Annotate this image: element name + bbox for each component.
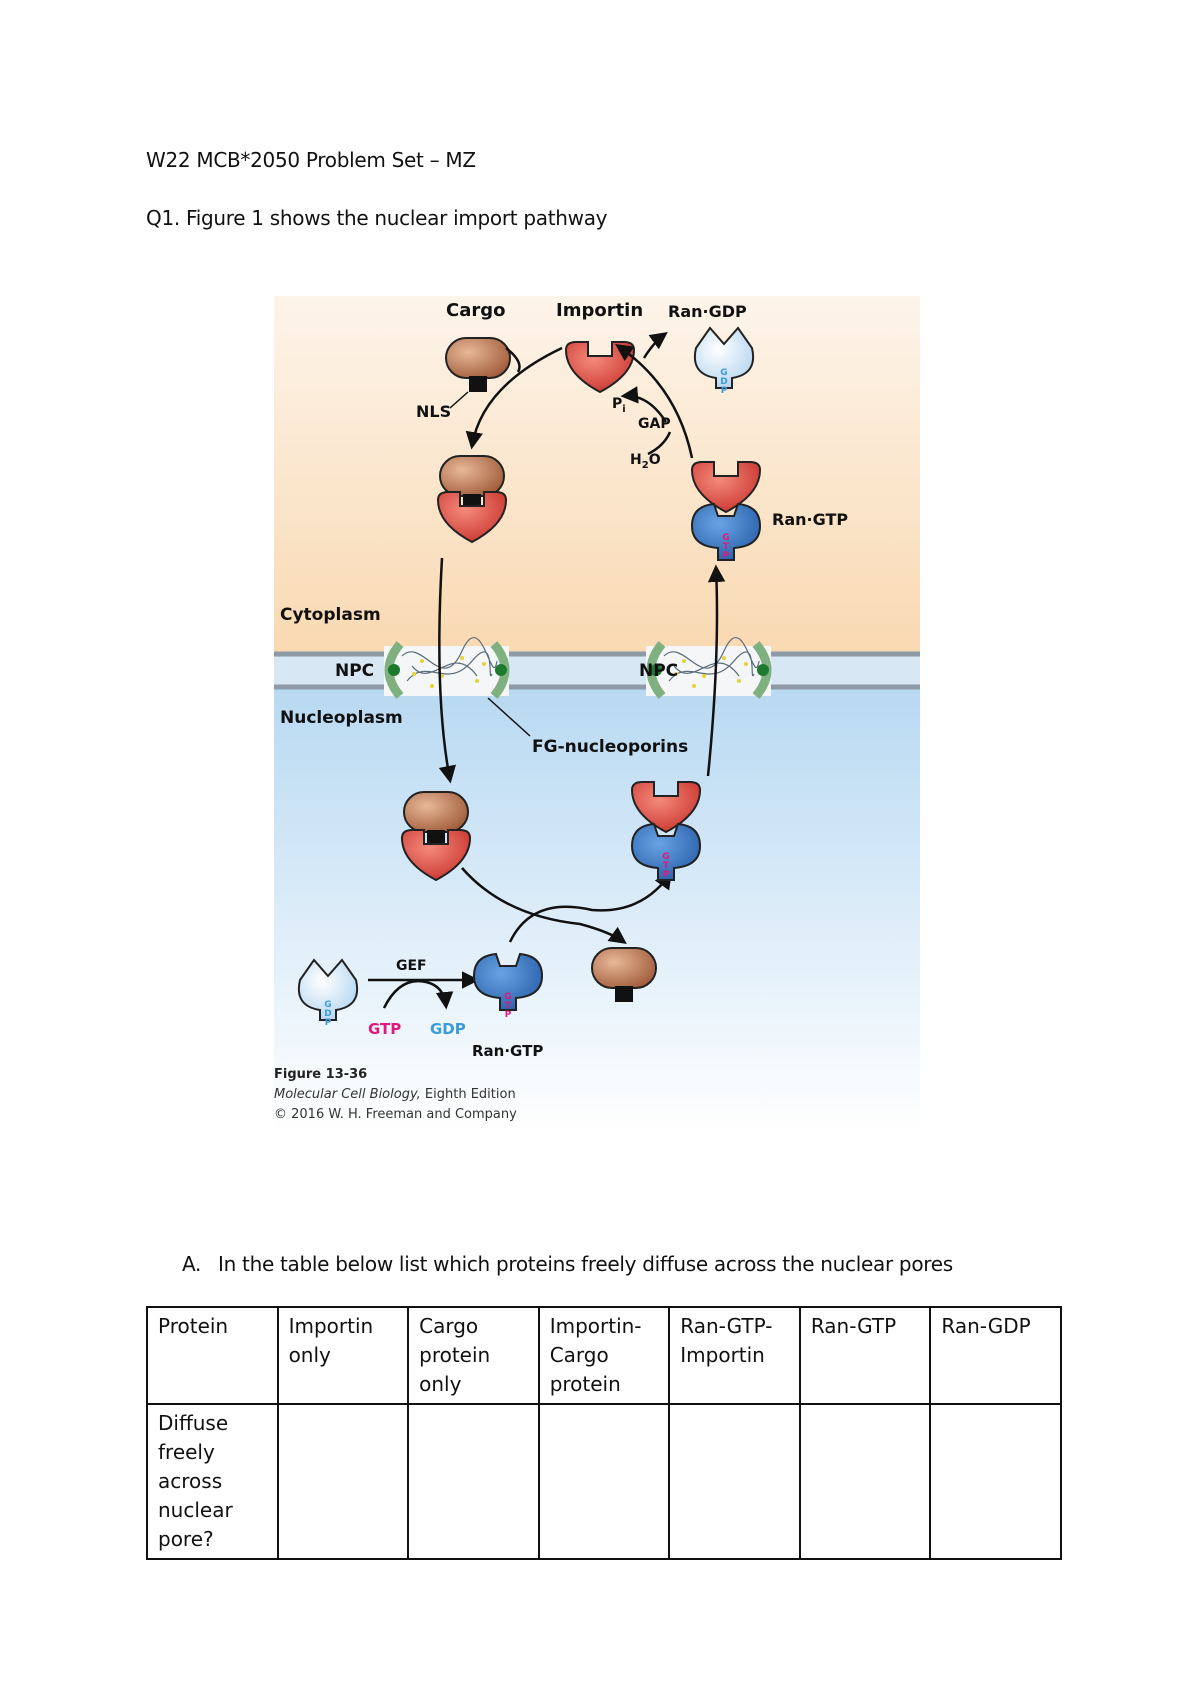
ran-gtp-free-t: T	[505, 1001, 512, 1011]
table-header-cell: Importin only	[276, 1306, 410, 1405]
figure-svg: Cytoplasm Nucleoplasm NPC NPC FG-nucleop…	[274, 296, 920, 1134]
npc-pore-left	[384, 637, 510, 699]
arrow-cargo-release	[461, 867, 627, 945]
table-header-row: Protein Importin only Cargo protein only…	[146, 1306, 1062, 1405]
figure-caption-book: Molecular Cell Biology, Eighth Edition	[274, 1087, 516, 1102]
npc-pore-right	[646, 637, 772, 699]
ran-gtp-bottom-label: Ran·GTP	[472, 1042, 543, 1060]
npc-label-left: NPC	[335, 661, 374, 681]
table-header-cell: Ran-GTP	[798, 1306, 932, 1405]
arrow-import-through-pore	[438, 557, 456, 784]
table-answer-cell[interactable]	[798, 1403, 932, 1560]
ran-gtp-top-label: Ran·GTP	[772, 510, 848, 529]
arrow-ran-gtp-binding	[508, 871, 673, 943]
ran-gdp-nuc-d: D	[324, 1009, 331, 1019]
ran-gdp-top-g: G	[720, 368, 727, 378]
gdp-label: GDP	[430, 1020, 466, 1038]
nls-label: NLS	[416, 402, 451, 421]
arrow-hydrolysis	[615, 344, 694, 459]
nucleoplasm-label: Nucleoplasm	[280, 708, 403, 728]
cytoplasm-label: Cytoplasm	[280, 605, 381, 625]
ran-gtp-free-g: G	[504, 992, 511, 1002]
arrow-cargo-bind	[465, 346, 563, 450]
table-header-cell: Protein	[146, 1306, 279, 1405]
table-answer-cell[interactable]	[929, 1403, 1062, 1560]
part-a-number: A.	[182, 1252, 202, 1276]
gtp-label: GTP	[368, 1020, 401, 1038]
ran-gtp-nuc-p: P	[663, 870, 670, 880]
gef-label: GEF	[396, 958, 427, 974]
cytoplasm-region	[274, 296, 920, 652]
gap-label: GAP	[638, 416, 671, 432]
arrow-pi-release	[620, 386, 668, 423]
ran-gtp-cyto-g: G	[722, 533, 729, 543]
npc-label-right: NPC	[639, 661, 678, 681]
part-a-text: In the table below list which proteins f…	[218, 1252, 953, 1276]
nuclear-import-figure: Cytoplasm Nucleoplasm NPC NPC FG-nucleop…	[272, 296, 922, 1216]
ran-gdp-top-d: D	[720, 377, 727, 387]
table-header-cell: Ran-GTP-Importin	[668, 1306, 801, 1405]
table-header-cell: Importin-Cargo protein	[537, 1306, 671, 1405]
diffusion-answer-table: Protein Importin only Cargo protein only…	[146, 1306, 1062, 1560]
document-header: W22 MCB*2050 Problem Set – MZ	[146, 148, 476, 172]
arrow-gtp-gdp-swap	[382, 979, 454, 1010]
ran-gdp-top-p: P	[721, 386, 728, 396]
ran-gtp-cyto-t: T	[723, 542, 730, 552]
figure-caption-copyright: © 2016 W. H. Freeman and Company	[274, 1107, 517, 1122]
ran-gdp-top-label: Ran·GDP	[668, 302, 747, 321]
nuclear-envelope	[274, 651, 920, 690]
figure-caption-title: Figure 13-36	[274, 1067, 367, 1082]
table-row-label: Diffuse freely across nuclear pore?	[146, 1403, 279, 1560]
table-row: Diffuse freely across nuclear pore?	[146, 1403, 1062, 1560]
ran-gtp-nuc-g: G	[662, 852, 669, 862]
cargo-label: Cargo	[446, 300, 505, 321]
table-header-cell: Ran-GDP	[929, 1306, 1062, 1405]
ran-gdp-nuc-p: P	[325, 1018, 332, 1028]
ran-gtp-free-p: P	[505, 1010, 512, 1020]
h2o-label: H2O	[630, 452, 661, 471]
fg-nucleoporins-label: FG-nucleoporins	[532, 737, 688, 757]
table-answer-cell[interactable]	[276, 1403, 410, 1560]
importin-label: Importin	[556, 300, 643, 321]
arrow-ran-gtp-exit	[706, 564, 726, 777]
table-answer-cell[interactable]	[537, 1403, 671, 1560]
ran-gtp-nuc-t: T	[663, 861, 670, 871]
table-answer-cell[interactable]	[668, 1403, 801, 1560]
table-header-cell: Cargo protein only	[407, 1306, 540, 1405]
ran-gdp-nuc-g: G	[324, 1000, 331, 1010]
question-q1: Q1. Figure 1 shows the nuclear import pa…	[146, 206, 608, 230]
part-a-instruction: A. In the table below list which proteins…	[182, 1252, 953, 1276]
arrow-ran-gdp-release	[642, 331, 668, 359]
table-answer-cell[interactable]	[407, 1403, 540, 1560]
pi-label: Pi	[612, 396, 626, 415]
ran-gtp-cyto-p: P	[723, 551, 730, 561]
